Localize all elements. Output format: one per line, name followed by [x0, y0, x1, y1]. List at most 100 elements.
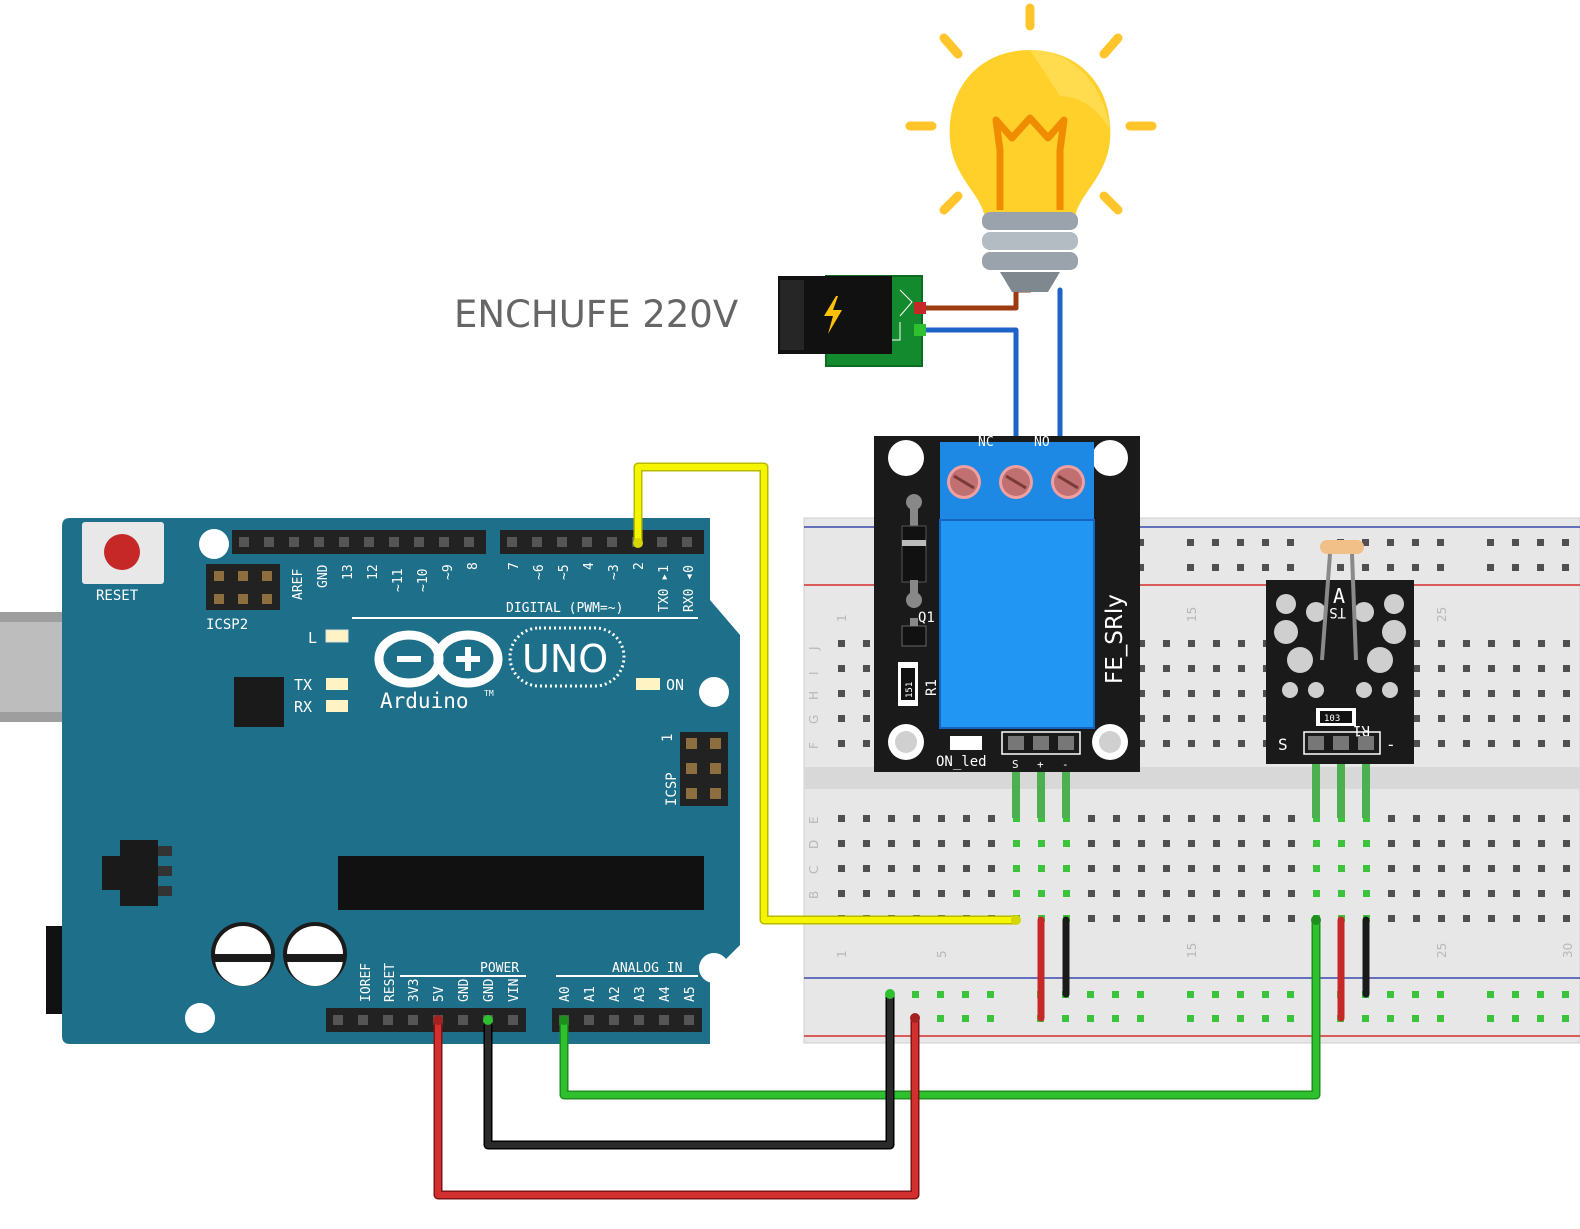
analog-header: [552, 1008, 702, 1032]
l-led-label: L: [308, 629, 317, 647]
power-plug: [778, 275, 926, 367]
uno-label: UNO: [522, 637, 608, 681]
svg-text:-: -: [1062, 758, 1069, 771]
screw-terminal: [1051, 465, 1085, 499]
relay-nc-label: NC: [978, 435, 994, 450]
arduino-uno-board[interactable]: RESET ICSP2 DIGITAL (PWM=~) AREF GND 13 …: [0, 518, 740, 1044]
row-letter: B: [807, 891, 821, 899]
wire-blue-to-nc: [919, 327, 1019, 448]
capacitor: [211, 922, 275, 986]
pin-label: 8: [466, 562, 481, 570]
power-pin-labels: IOREF RESET 3V3 5V GND GND VIN: [359, 963, 522, 1002]
pin-label: A3: [633, 986, 648, 1002]
pin-label: IOREF: [359, 963, 374, 1002]
microcontroller-chip: [338, 856, 704, 910]
on-led-label: ON: [666, 676, 684, 694]
svg-text:Arduino: Arduino: [380, 689, 469, 713]
row-letter: G: [807, 715, 821, 724]
digital-pin-labels: AREF GND 13 12 ~11 ~10 ~9 8 7 ~6 ~5 4 ~3…: [291, 562, 697, 612]
light-sensor-module[interactable]: A TS 103 R1 S -: [1266, 540, 1414, 818]
pin-label: 7: [507, 562, 522, 570]
icsp2-label: ICSP2: [206, 617, 248, 633]
reset-label: RESET: [96, 588, 139, 604]
breadboard-col-numbers: 1 15 25 1 5 15 25 30: [835, 607, 1575, 958]
l-led: [325, 629, 349, 643]
photoresistor: [1320, 540, 1364, 554]
pin-label: 12: [366, 564, 381, 580]
svg-text:TM: TM: [484, 689, 494, 698]
mounting-hole: [185, 1003, 215, 1033]
row-letter: F: [807, 742, 821, 749]
capacitor: [283, 922, 347, 986]
pin-label: A2: [608, 986, 623, 1002]
svg-text:151: 151: [905, 682, 915, 698]
row-letter: H: [807, 691, 821, 700]
rx-led: [326, 700, 348, 712]
sensor-minus-label: -: [1386, 735, 1396, 754]
relay-q1-label: Q1: [918, 610, 935, 626]
pin-label: ~3: [607, 564, 622, 580]
pin-label: ~5: [557, 564, 572, 580]
col-number: 25: [1435, 943, 1449, 958]
pin-label: A5: [683, 986, 698, 1002]
wires: [433, 287, 1370, 1200]
col-number: 5: [935, 950, 949, 958]
pin-label: GND: [316, 564, 331, 588]
sensor-a-label: A: [1333, 584, 1345, 608]
mounting-hole: [199, 529, 229, 559]
icsp-pin1-label: 1: [660, 734, 676, 742]
mounting-hole: [699, 953, 729, 983]
pin-label: RESET: [383, 963, 398, 1002]
uno-badge: [508, 626, 626, 688]
pin-label: A4: [658, 986, 673, 1002]
pin-label: 4: [582, 562, 597, 570]
pin-label: 13: [341, 564, 356, 580]
relay-no-label: NO: [1034, 435, 1050, 450]
board-pcb: [62, 518, 740, 1044]
svg-text:+: +: [1037, 758, 1044, 771]
light-bulb-icon: [905, 3, 1157, 292]
row-letter: D: [807, 840, 821, 849]
analog-pin-labels: A0 A1 A2 A3 A4 A5: [558, 986, 698, 1002]
col-number: 25: [1435, 607, 1449, 622]
row-letter: E: [807, 816, 821, 824]
svg-text:103: 103: [1324, 714, 1340, 724]
pin-label: 2: [632, 562, 647, 570]
pin-label: 5V: [432, 986, 447, 1002]
pin-label: A0: [558, 986, 573, 1002]
power-header: [326, 1008, 526, 1032]
svg-text:S: S: [1012, 758, 1019, 771]
pin-label: ~11: [391, 569, 406, 592]
relay-module[interactable]: NC NO FE_SRly Q1 151 R1 ON_led S + -: [874, 435, 1140, 818]
wire-brown-live: [919, 287, 1033, 311]
wire-red-5v: [433, 1013, 920, 1200]
tx-led: [326, 678, 348, 690]
wire-endpoints: [433, 538, 1321, 1025]
rx-led-label: RX: [294, 698, 312, 716]
pin-label: 3V3: [407, 979, 422, 1002]
pin-label: TX0 ▸1: [657, 565, 672, 612]
sensor-ts-label: TS: [1329, 604, 1346, 620]
plug-label: ENCHUFE 220V: [454, 293, 738, 336]
row-letter: I: [807, 671, 821, 675]
row-letter: C: [807, 866, 821, 874]
sensor-r1-label: R1: [1353, 722, 1370, 738]
analog-in-label: ANALOG IN: [612, 961, 682, 976]
relay-on-led-label: ON_led: [936, 754, 987, 770]
pin-label: GND: [457, 978, 472, 1002]
pin-label: RX0 ◂0: [682, 565, 697, 612]
pin-label: ~6: [532, 564, 547, 580]
relay-coil: [940, 520, 1094, 728]
lightning-icon: [824, 296, 842, 334]
voltage-regulator: [120, 840, 158, 906]
col-number: 1: [835, 950, 849, 958]
power-label: POWER: [480, 961, 519, 976]
tx-led-label: TX: [294, 676, 312, 694]
digital-header-right: [500, 530, 704, 554]
col-number: 15: [1185, 943, 1199, 958]
usb-chip: [234, 677, 284, 727]
relay-title: FE_SRly: [1102, 594, 1128, 684]
screw-terminal: [999, 465, 1033, 499]
col-number: 15: [1185, 607, 1199, 622]
